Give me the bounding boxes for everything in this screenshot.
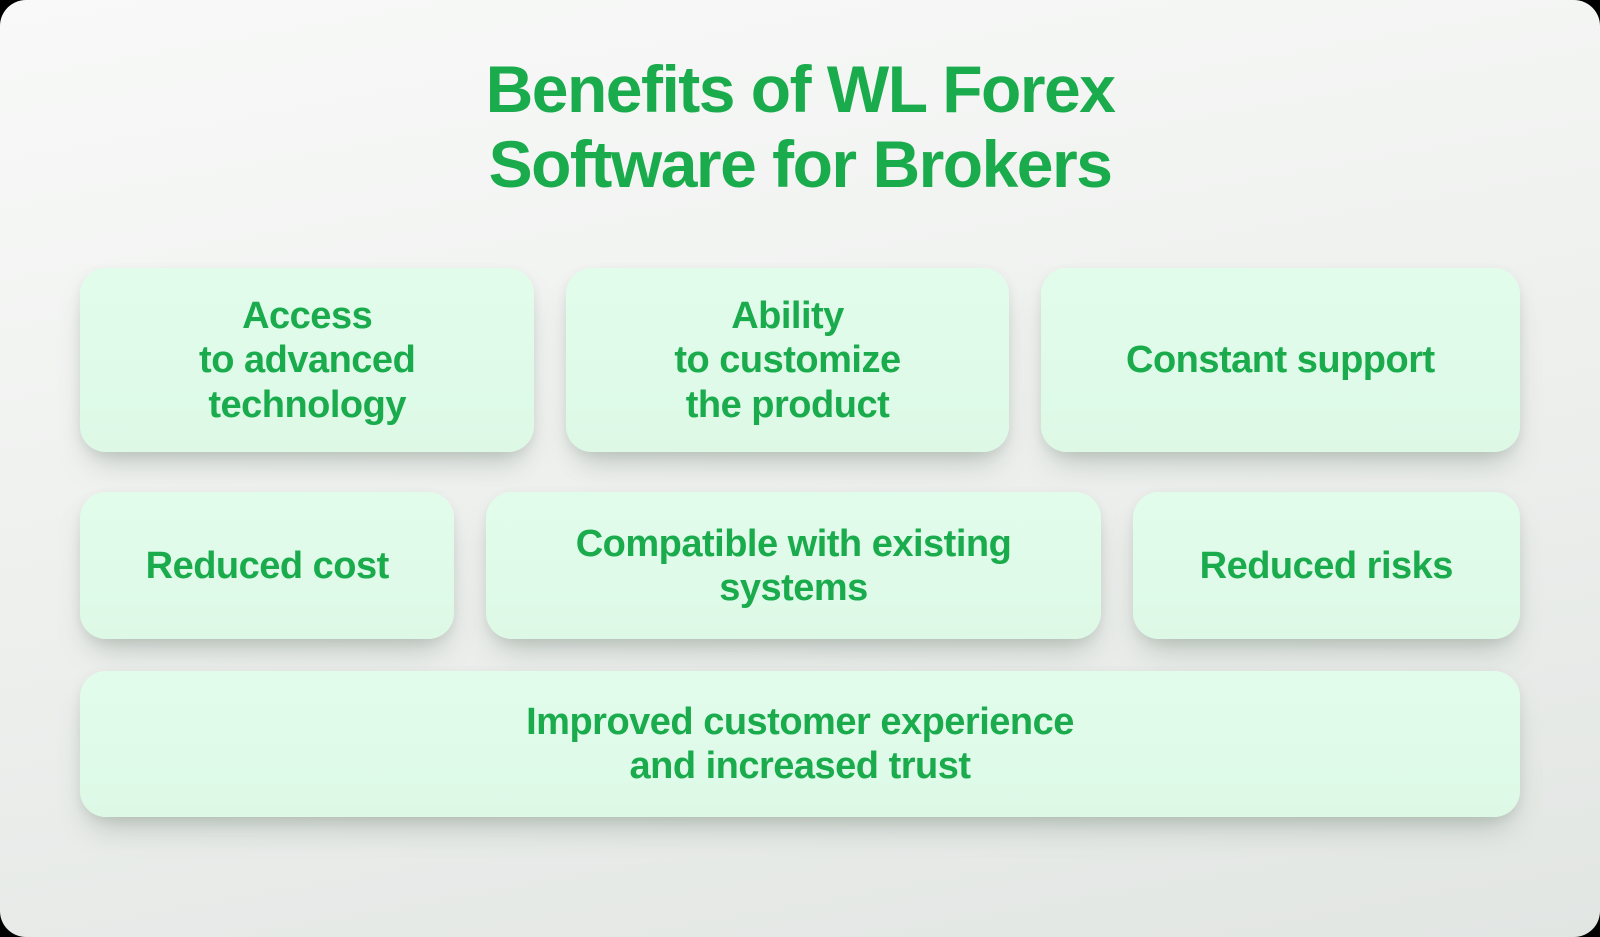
benefits-row-3: Improved customer experience and increas… bbox=[80, 671, 1520, 818]
benefit-card-label: Compatible with existing systems bbox=[575, 522, 1012, 609]
benefit-card-compatible-systems: Compatible with existing systems bbox=[486, 492, 1101, 640]
benefit-card-access-technology: Access to advanced technology bbox=[80, 268, 535, 453]
page-title: Benefits of WL Forex Software for Broker… bbox=[485, 52, 1116, 202]
benefit-card-label: Access to advanced technology bbox=[199, 294, 416, 426]
benefit-card-constant-support: Constant support bbox=[1040, 268, 1520, 453]
benefits-row-1: Access to advanced technology Ability to… bbox=[80, 268, 1520, 453]
benefit-card-customer-experience: Improved customer experience and increas… bbox=[80, 671, 1520, 818]
benefit-card-label: Constant support bbox=[1126, 339, 1435, 382]
benefit-rows: Access to advanced technology Ability to… bbox=[80, 268, 1520, 818]
benefit-card-label: Reduced risks bbox=[1199, 544, 1454, 587]
benefit-card-reduced-cost: Reduced cost bbox=[80, 492, 455, 640]
benefit-card-customize-product: Ability to customize the product bbox=[566, 268, 1009, 453]
benefit-card-reduced-risks: Reduced risks bbox=[1132, 492, 1520, 640]
benefits-row-2: Reduced cost Compatible with existing sy… bbox=[80, 492, 1520, 640]
benefit-card-label: Improved customer experience and increas… bbox=[526, 701, 1074, 788]
benefit-card-label: Ability to customize the product bbox=[674, 294, 901, 426]
benefit-card-label: Reduced cost bbox=[145, 544, 390, 587]
